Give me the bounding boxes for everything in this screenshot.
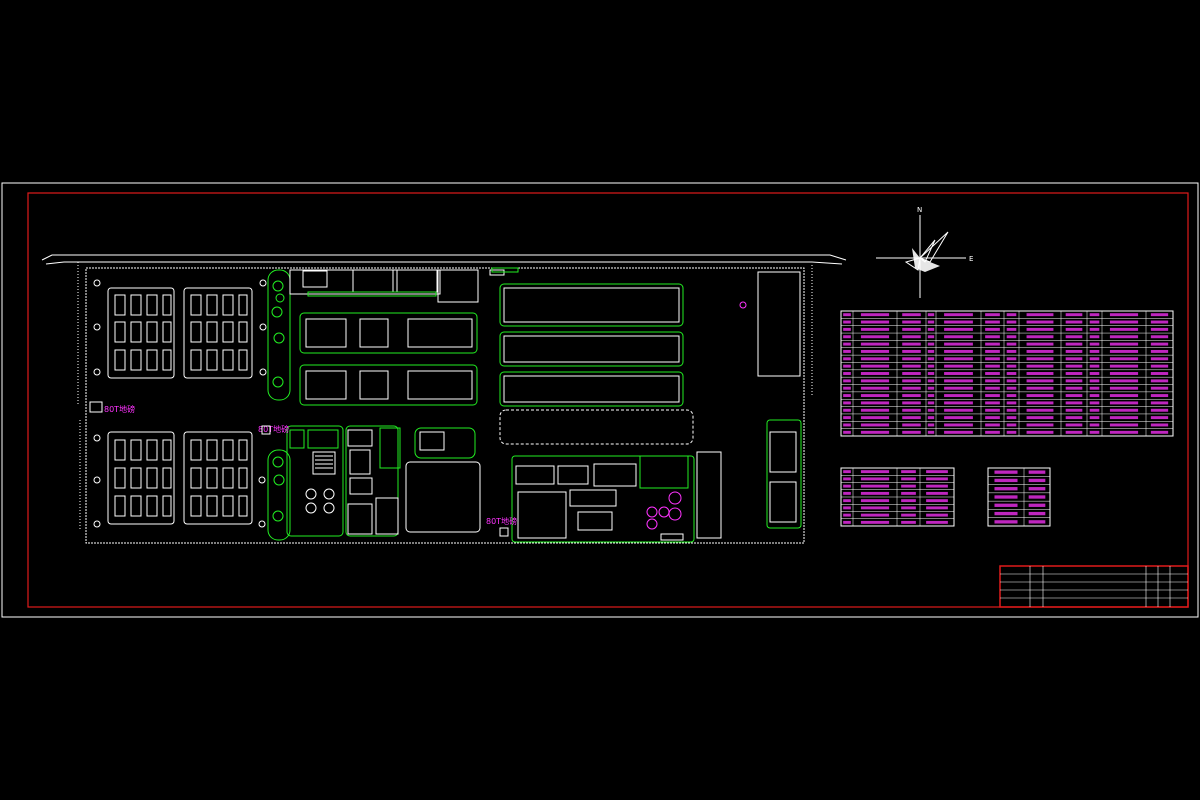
truck-scale-label-3: 80T地磅 bbox=[486, 516, 517, 526]
storage-shed-1 bbox=[107, 287, 253, 379]
title-block bbox=[999, 565, 1189, 608]
green-belt bbox=[267, 269, 291, 541]
indicator-table bbox=[840, 467, 955, 527]
truck-scale-label-1: 80T地磅 bbox=[104, 404, 135, 414]
legend-table bbox=[987, 467, 1051, 527]
compass-east-label: E bbox=[969, 255, 973, 263]
truck-scale-label-2: 80T地磅 bbox=[258, 424, 289, 434]
site-boundary-wall bbox=[85, 267, 805, 544]
north-arrow-compass: N E bbox=[876, 206, 973, 298]
site-plan: 80T地磅 80T地磅 80T地磅 bbox=[41, 254, 847, 544]
storage-shed-2 bbox=[107, 431, 253, 525]
compass-north-label: N bbox=[917, 206, 922, 214]
inner-drawing-border bbox=[27, 192, 1189, 608]
building-schedule-table bbox=[840, 310, 1174, 437]
outer-drawing-frame bbox=[1, 182, 1199, 618]
